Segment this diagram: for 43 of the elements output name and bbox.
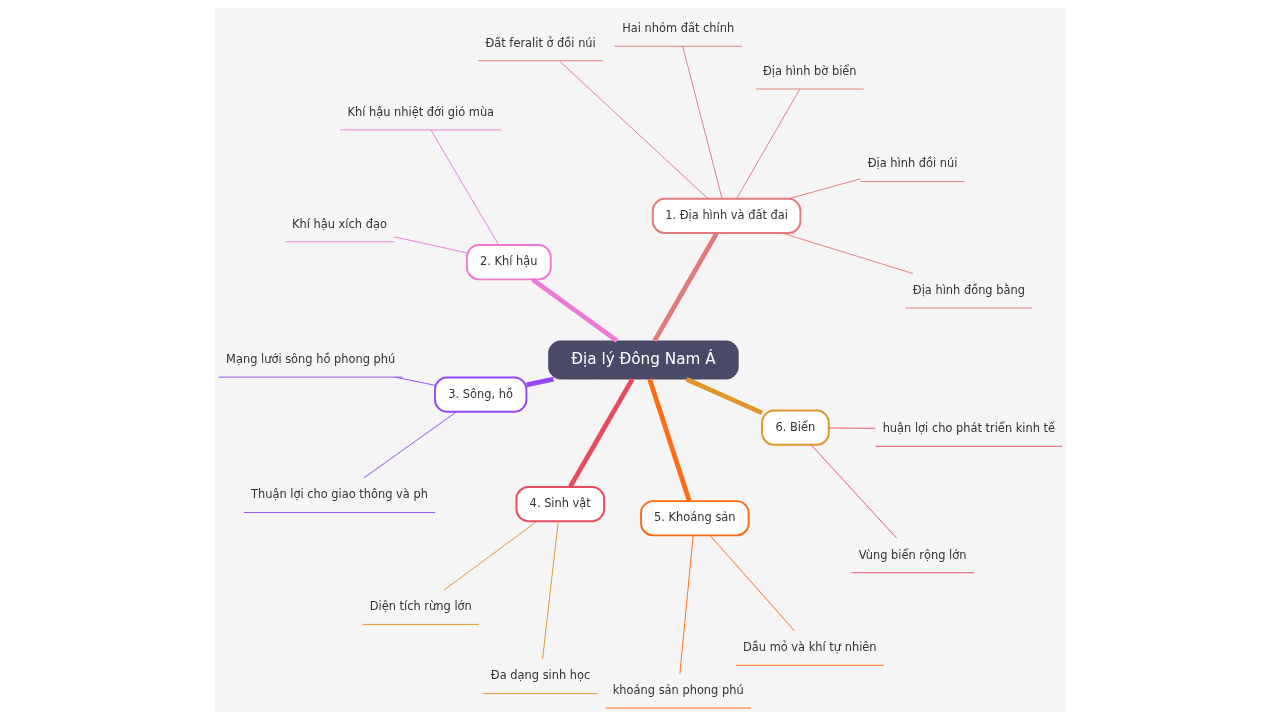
connector (394, 376, 435, 386)
connector (810, 444, 897, 539)
connector (651, 232, 719, 343)
connector (525, 376, 554, 388)
node-text: Địa hình đồi núi (867, 156, 957, 171)
node-text: Đất feralit ở đồi núi (484, 35, 596, 50)
node-text: Địa hình đồng bằng (912, 282, 1025, 297)
connector (530, 277, 619, 343)
node-text: Thuận lợi cho giao thông và ph (250, 487, 428, 502)
connector (787, 178, 861, 200)
node-text: Đa dạng sinh học (490, 668, 590, 683)
node-box: 1. Địa hình và đất đai (651, 197, 801, 234)
node-text: Khí hậu xích đạo (291, 216, 387, 231)
node-text: Vùng biển rộng lớn (858, 547, 966, 562)
node-box: 3. Sông, hồ (433, 376, 527, 413)
connector (541, 520, 559, 660)
node-text: Hai nhóm đất chính (621, 21, 734, 36)
node-text: huận lợi cho phát triển kinh tế (882, 421, 1055, 436)
node-box: Địa lý Đông Nam Á (547, 340, 739, 380)
node-text: Diện tích rừng lớn (369, 599, 472, 614)
connector (443, 520, 537, 591)
node-box: 2. Khí hậu (465, 244, 552, 281)
connector (567, 377, 634, 488)
node-box: 4. Sinh vật (515, 486, 605, 523)
connector (709, 535, 795, 632)
node-text: khoáng sản phong phú (612, 682, 744, 697)
node-box: 5. Khoáng sản (639, 500, 750, 537)
node-text: Dầu mỏ và khí tự nhiên (742, 640, 877, 655)
node-box: 6. Biển (760, 409, 830, 446)
connector (681, 45, 723, 200)
connector (362, 411, 457, 479)
node-text: Khí hậu nhiệt đới gió mùa (346, 104, 494, 119)
node-text: Mạng lưới sông hồ phong phú (225, 351, 395, 366)
connector (646, 378, 691, 502)
connector (393, 236, 467, 254)
node-text: Địa hình bờ biển (762, 63, 857, 78)
connector (781, 232, 914, 275)
connector (685, 377, 763, 415)
connector (678, 534, 694, 674)
connector (735, 88, 800, 199)
connector (827, 427, 876, 429)
connector (558, 60, 709, 200)
connector (430, 129, 499, 246)
